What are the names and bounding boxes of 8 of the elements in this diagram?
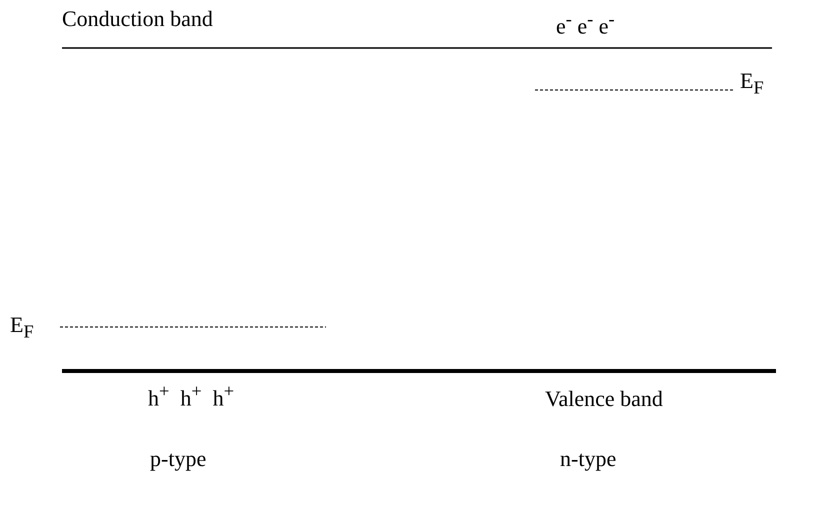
fermi-level-label: E$_{F}$ [740, 70, 764, 97]
band-label: Valence band [545, 388, 663, 410]
carrier-label: h$^{+}$ h$^{+}$ h$^{+}$ [148, 382, 234, 410]
fermi-level-label: E$_{F}$ [10, 314, 34, 341]
type-label: n-type [560, 448, 616, 470]
type-label: p-type [150, 448, 206, 470]
band-label: Conduction band [62, 8, 213, 30]
carrier-label: e$^{-}$ e$^{-}$ e$^{-}$ [556, 10, 615, 38]
